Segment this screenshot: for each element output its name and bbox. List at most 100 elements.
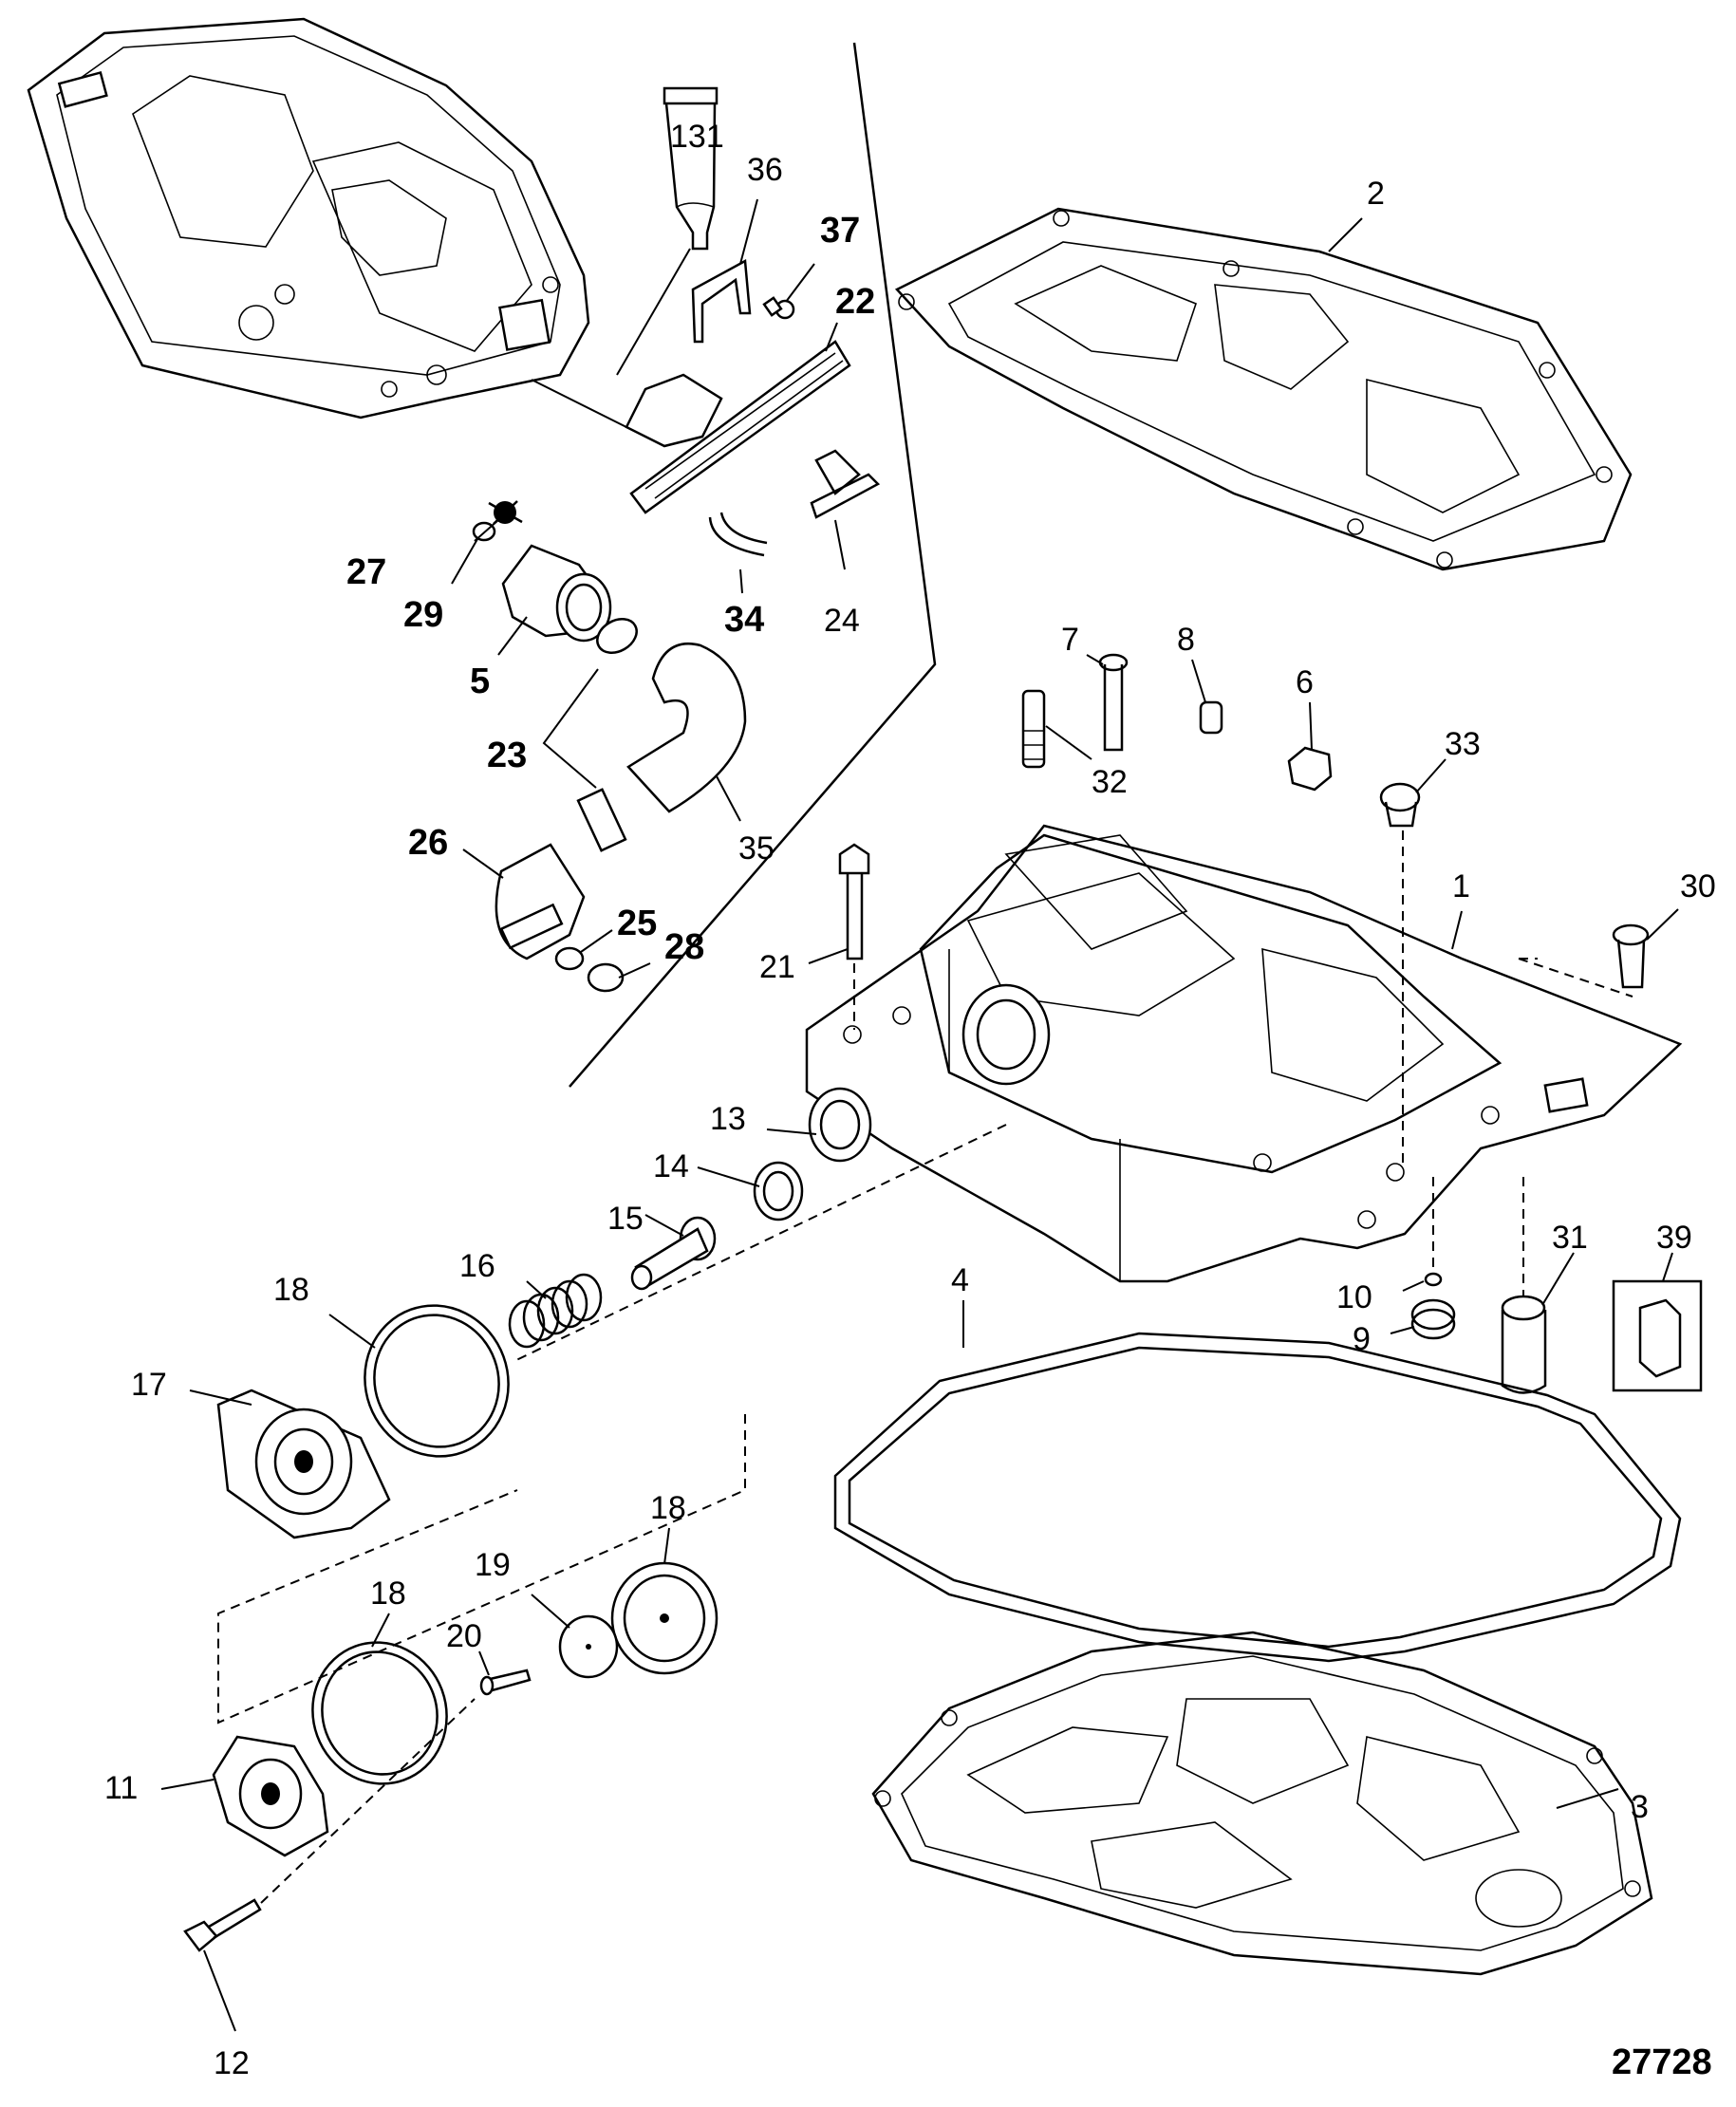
callout-36: 35: [738, 830, 775, 867]
leader-32: [1541, 1252, 1575, 1306]
part-28-elbow: [495, 843, 586, 960]
part-19-diaphragm: [610, 1561, 719, 1675]
leader-16: [526, 1280, 547, 1299]
leader-24: [542, 668, 599, 789]
callout-17: 17: [131, 1367, 167, 1403]
leader-18-upper: [328, 1314, 376, 1349]
leader-131: [616, 248, 691, 376]
leader-35: [739, 569, 743, 594]
callout-32: 31: [1552, 1220, 1588, 1256]
callout-31: 30: [1680, 868, 1716, 904]
part-21-pin: [479, 1669, 532, 1696]
callout-5: 5: [470, 662, 490, 701]
leader-6: [1309, 701, 1313, 751]
callout-3: 3: [1631, 1789, 1649, 1825]
part-36-elbow-hose: [626, 643, 747, 813]
callout-24: 23: [487, 736, 527, 775]
part-16-spring: [508, 1273, 603, 1349]
dashed-axis-shaft: [512, 1124, 1007, 1363]
leader-28: [462, 848, 504, 879]
part-25-valve: [810, 449, 881, 519]
leader-39: [1662, 1252, 1673, 1282]
leader-7: [1086, 654, 1104, 665]
part-24-clamp: [576, 618, 638, 852]
dashed-axis-12: [260, 1698, 476, 1904]
callout-28: 26: [408, 823, 448, 863]
part-31-sleeve: [1612, 923, 1650, 989]
leader-21: [478, 1650, 490, 1676]
leader-13: [766, 1128, 817, 1135]
leader-14: [697, 1166, 760, 1187]
leader-37: [739, 198, 758, 265]
leader-11: [160, 1779, 215, 1790]
leader-30: [451, 538, 478, 585]
main-adapter-plate-1: [805, 824, 1683, 1283]
sealant-tube-131: 131: [663, 86, 724, 251]
kit-outline-box: [217, 1414, 746, 1725]
leader-20: [531, 1594, 570, 1629]
part-34-plug: [1379, 782, 1421, 828]
inset-adapter-plate: [27, 17, 590, 420]
callout-37: 36: [747, 152, 783, 188]
callout-26: 28: [664, 927, 704, 967]
part-15-shaft: [630, 1216, 717, 1291]
part-27-oring: [554, 946, 585, 971]
part-9-plug: [1410, 1298, 1456, 1340]
gasket-4: [833, 1332, 1682, 1663]
leader-10: [1402, 1280, 1425, 1292]
leader-31: [1646, 908, 1679, 941]
callout-21: 20: [446, 1618, 482, 1654]
callout-25: 24: [824, 603, 860, 639]
callout-6: 6: [1296, 664, 1314, 700]
callout-9: 9: [1353, 1321, 1371, 1357]
part-33-fitting: [1021, 689, 1046, 769]
callout-14: 14: [653, 1148, 689, 1184]
leader-1: [1451, 910, 1463, 950]
callout-22: 21: [759, 949, 795, 985]
callout-13: 13: [710, 1101, 746, 1137]
callout-11: 11: [104, 1770, 138, 1806]
figure-number: 27728: [1612, 2042, 1712, 2082]
leader-22: [808, 948, 849, 964]
part-18-gasket-lower: [311, 1641, 448, 1785]
part-8-dowel: [1199, 700, 1223, 735]
inset-divider-line: [569, 42, 937, 1088]
callout-15: 15: [607, 1201, 644, 1237]
callout-38: 37: [820, 211, 860, 251]
leader-inset-to-23: [531, 379, 627, 428]
callout-34: 33: [1445, 726, 1481, 762]
callout-19: 18: [650, 1490, 686, 1526]
part-13-seal: [808, 1087, 872, 1163]
part-20-disc: [558, 1614, 619, 1679]
callout-35: 34: [724, 600, 764, 640]
part-17-cover: [216, 1389, 391, 1539]
callout-20: 19: [475, 1547, 511, 1583]
part-5-fitting: [501, 544, 612, 643]
leader-9: [1390, 1326, 1415, 1334]
part-35-hose: [708, 512, 768, 557]
part-7-pin: [1098, 653, 1129, 752]
tube-label: 131: [670, 119, 724, 155]
leader-34: [1415, 758, 1447, 793]
leader-2: [1328, 217, 1363, 252]
part-38-screw: [762, 296, 795, 320]
callout-16: 16: [459, 1248, 495, 1284]
part-18-gasket-upper: [364, 1304, 510, 1458]
callout-18-lower: 18: [370, 1576, 406, 1612]
callout-18-upper: 18: [273, 1272, 309, 1308]
part-23-exhaust-tube: [625, 340, 851, 514]
part-39-nut-box: [1612, 1279, 1703, 1392]
leader-12: [203, 1949, 236, 2032]
part-14-bearing: [753, 1161, 804, 1221]
leader-23: [825, 322, 838, 352]
part-12-bolt: [183, 1898, 262, 1952]
part-22-bolt: [838, 843, 870, 960]
leader-18-lower: [371, 1613, 390, 1648]
callout-12: 12: [214, 2045, 250, 2081]
callout-1: 1: [1452, 868, 1470, 904]
part-6-plug: [1287, 746, 1333, 792]
leader-38: [785, 263, 815, 303]
part-10-washer: [1424, 1272, 1443, 1287]
part-11-cover: [212, 1735, 329, 1857]
